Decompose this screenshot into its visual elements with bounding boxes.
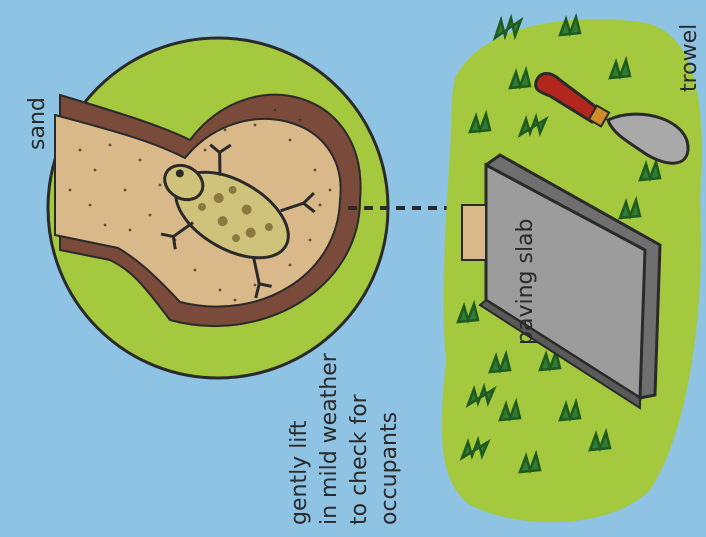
paving-slab-label: paving slab — [513, 219, 538, 346]
instruction-text: gently lift in mild weather to check for… — [287, 352, 402, 525]
sand-label: sand — [25, 97, 50, 150]
instruction-line4: occupants — [377, 412, 402, 525]
trowel-label: trowel — [677, 24, 702, 92]
instruction-line2: in mild weather — [317, 352, 342, 525]
instruction-line3: to check for — [347, 393, 372, 525]
instruction-line1: gently lift — [287, 420, 312, 525]
slab-sand-gap — [462, 205, 486, 260]
